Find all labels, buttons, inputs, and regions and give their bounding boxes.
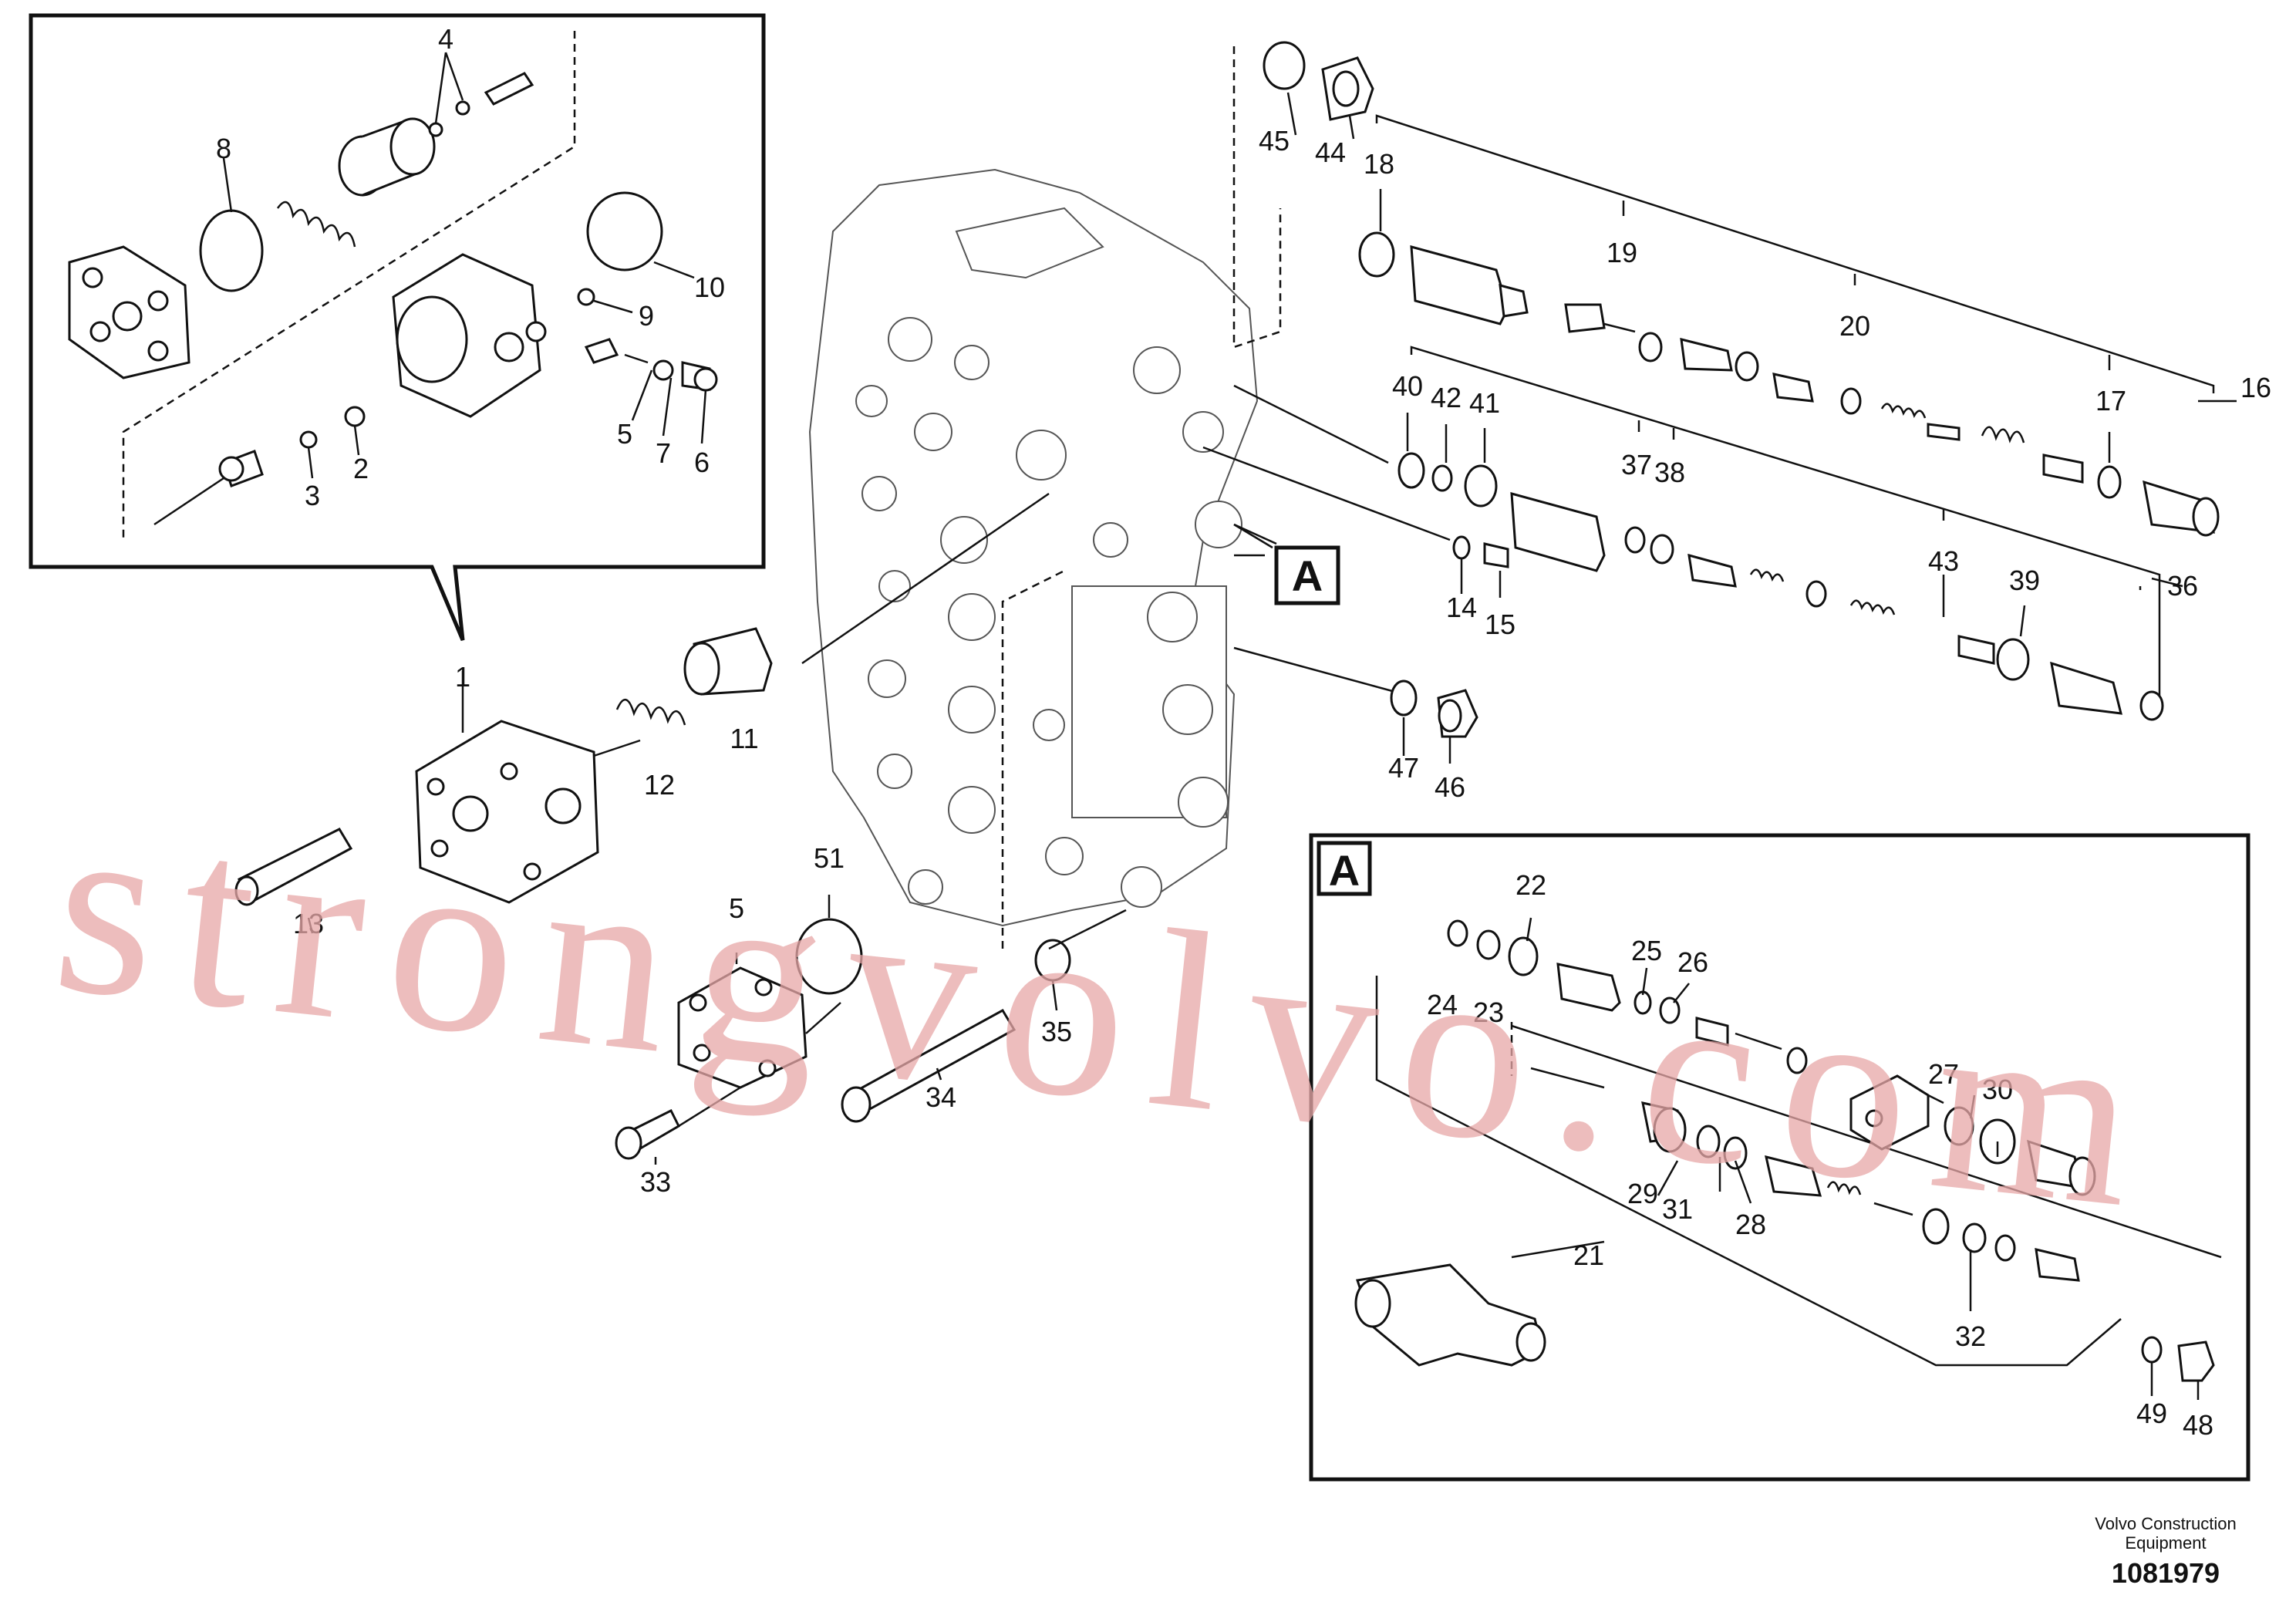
part-label-28: 28 bbox=[1735, 1209, 1766, 1240]
part-label-8: 8 bbox=[216, 133, 231, 164]
part-label-23: 23 bbox=[1473, 996, 1504, 1028]
part-label-42: 42 bbox=[1431, 382, 1462, 413]
part-label-16: 16 bbox=[2240, 372, 2271, 403]
part-label-49: 49 bbox=[2136, 1398, 2167, 1429]
part-label-36: 36 bbox=[2167, 570, 2198, 602]
brand-line-2: Equipment bbox=[2125, 1533, 2206, 1553]
part-label-9: 9 bbox=[639, 300, 654, 332]
part-label-51: 51 bbox=[814, 842, 845, 874]
footer-block: Volvo Construction Equipment 1081979 bbox=[2095, 1514, 2236, 1589]
part-label-47: 47 bbox=[1388, 752, 1419, 784]
part-label-11: 11 bbox=[730, 723, 758, 754]
part-label-12: 12 bbox=[644, 769, 675, 801]
part-label-38: 38 bbox=[1654, 457, 1685, 488]
part-label-20: 20 bbox=[1839, 310, 1870, 342]
main-assembly-parts bbox=[234, 492, 1127, 1165]
part-label-7: 7 bbox=[656, 437, 671, 469]
detail-box-upper-left bbox=[29, 13, 766, 641]
part-label-5: 5 bbox=[617, 418, 632, 450]
part-label-35: 35 bbox=[1041, 1016, 1072, 1047]
part-label-10: 10 bbox=[694, 271, 725, 303]
part-label-41: 41 bbox=[1469, 387, 1500, 419]
part-label-44: 44 bbox=[1315, 137, 1346, 168]
detail-a-marker-text: A bbox=[1292, 551, 1323, 600]
callout-marker-a: A bbox=[1233, 523, 1340, 605]
upper-right-parts bbox=[1202, 41, 2237, 764]
part-label-14: 14 bbox=[1446, 592, 1477, 623]
part-label-24: 24 bbox=[1427, 989, 1458, 1020]
part-label-5: 5 bbox=[729, 892, 744, 924]
part-label-40: 40 bbox=[1392, 370, 1423, 402]
detail-a-box-title: A bbox=[1329, 846, 1360, 895]
part-label-32: 32 bbox=[1955, 1320, 1986, 1352]
part-label-46: 46 bbox=[1435, 771, 1465, 803]
part-label-1: 1 bbox=[455, 661, 470, 693]
part-label-6: 6 bbox=[694, 447, 710, 478]
part-label-13: 13 bbox=[293, 908, 324, 939]
valve-body-ports bbox=[855, 317, 1242, 908]
part-label-17: 17 bbox=[2095, 385, 2126, 416]
part-label-45: 45 bbox=[1259, 125, 1290, 157]
detail-box-a bbox=[1309, 833, 2250, 1482]
part-label-21: 21 bbox=[1573, 1239, 1604, 1271]
part-number-labels: 1234567891011121314151617181920212223242… bbox=[216, 23, 2271, 1441]
part-label-2: 2 bbox=[353, 453, 369, 484]
part-label-33: 33 bbox=[640, 1166, 671, 1198]
part-label-18: 18 bbox=[1364, 148, 1394, 180]
part-label-22: 22 bbox=[1515, 869, 1546, 901]
part-label-4: 4 bbox=[438, 23, 453, 55]
part-label-19: 19 bbox=[1607, 237, 1637, 268]
part-label-30: 30 bbox=[1982, 1074, 2013, 1105]
brand-line-1: Volvo Construction bbox=[2095, 1514, 2236, 1533]
part-label-26: 26 bbox=[1677, 946, 1708, 978]
part-label-37: 37 bbox=[1621, 449, 1652, 481]
part-label-31: 31 bbox=[1662, 1193, 1693, 1225]
part-label-34: 34 bbox=[925, 1081, 956, 1113]
control-valve-body bbox=[808, 168, 1259, 927]
part-label-39: 39 bbox=[2009, 565, 2040, 596]
part-label-29: 29 bbox=[1627, 1178, 1658, 1209]
part-label-3: 3 bbox=[305, 480, 320, 511]
drawing-number: 1081979 bbox=[2112, 1557, 2220, 1589]
part-label-43: 43 bbox=[1928, 545, 1959, 577]
part-label-48: 48 bbox=[2183, 1409, 2213, 1441]
part-label-15: 15 bbox=[1485, 609, 1515, 640]
part-label-25: 25 bbox=[1631, 935, 1662, 966]
part-label-27: 27 bbox=[1928, 1058, 1959, 1090]
